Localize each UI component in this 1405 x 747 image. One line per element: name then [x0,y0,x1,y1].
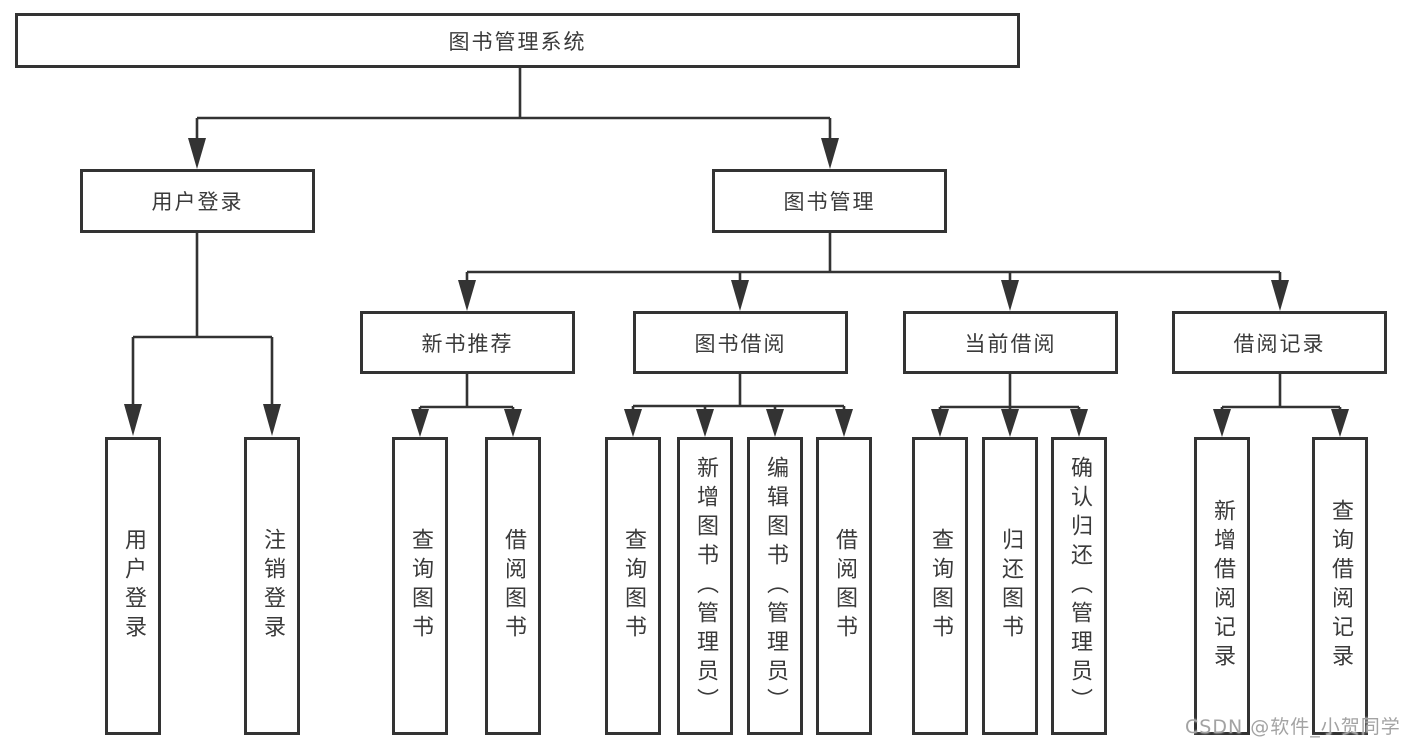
node-root-system: 图书管理系统 [15,13,1020,68]
node-borrow-records: 借阅记录 [1172,311,1387,374]
node-book-management: 图书管理 [712,169,947,233]
leaf-borrow-books-recommend: 借阅图书 [485,437,541,735]
node-user-login: 用户登录 [80,169,315,233]
node-book-borrow: 图书借阅 [633,311,848,374]
leaf-query-books-recommend: 查询图书 [392,437,448,735]
leaf-user-login: 用户登录 [105,437,161,735]
leaf-query-borrow-record: 查询借阅记录 [1312,437,1368,735]
leaf-query-books-borrow: 查询图书 [605,437,661,735]
leaf-return-books: 归还图书 [982,437,1038,735]
node-current-borrow: 当前借阅 [903,311,1118,374]
leaf-edit-books-admin: 编辑图书（管理员） [747,437,803,735]
csdn-watermark: CSDN @软件_小贺同学 [1185,716,1401,738]
node-new-book-recommend: 新书推荐 [360,311,575,374]
leaf-add-books-admin: 新增图书（管理员） [677,437,733,735]
leaf-confirm-return-admin: 确认归还（管理员） [1051,437,1107,735]
leaf-borrow-books: 借阅图书 [816,437,872,735]
leaf-add-borrow-record: 新增借阅记录 [1194,437,1250,735]
leaf-logout: 注销登录 [244,437,300,735]
arrowhead-icons [124,138,1349,437]
leaf-query-books-current: 查询图书 [912,437,968,735]
